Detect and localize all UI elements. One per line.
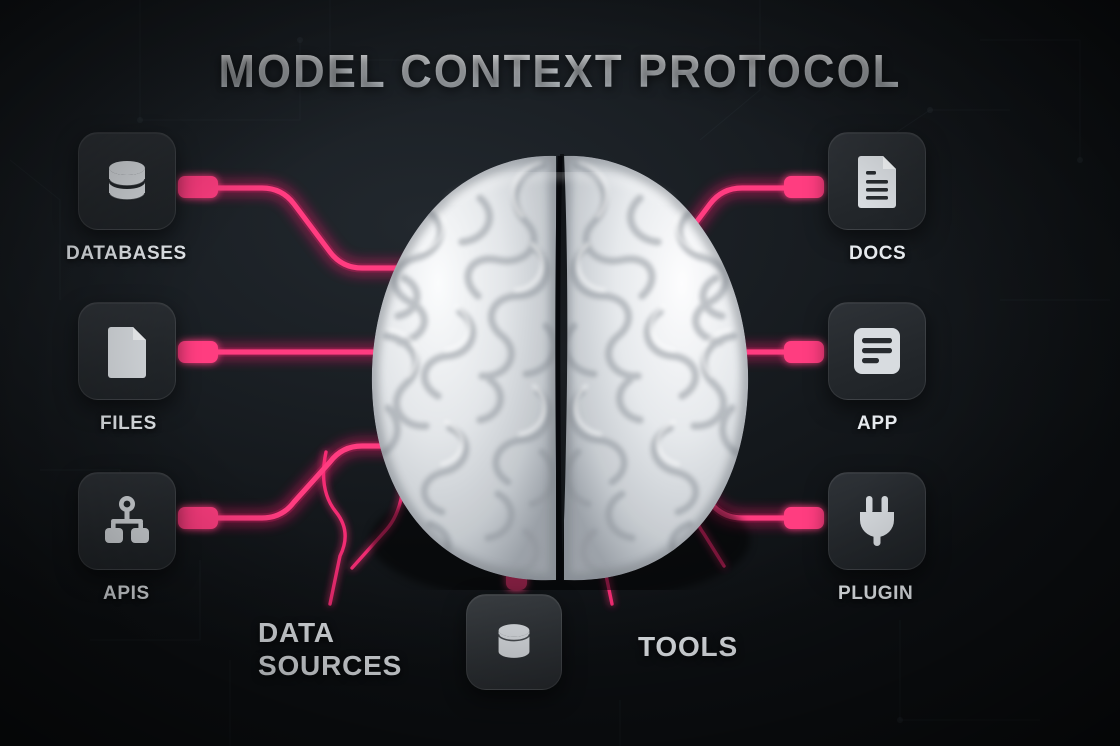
- file-icon: [108, 327, 146, 378]
- node-apis[interactable]: [78, 472, 176, 570]
- label-docs: DOCS: [849, 243, 907, 264]
- plug-apis: [178, 507, 218, 529]
- document-text-icon: [858, 156, 896, 208]
- plug-icon: [860, 496, 894, 546]
- database-icon: [497, 624, 531, 658]
- plug-files: [178, 341, 218, 363]
- plug-databases: [178, 176, 218, 198]
- plug-plugin: [784, 507, 824, 529]
- label-tools: TOOLS: [638, 631, 738, 662]
- node-app[interactable]: [828, 302, 926, 400]
- node-center-database[interactable]: [466, 594, 562, 690]
- database-icon: [108, 161, 146, 201]
- plug-docs: [784, 176, 824, 198]
- page-title: MODEL CONTEXT PROTOCOL: [28, 44, 1092, 98]
- label-data-sources: DATA SOURCES: [258, 617, 403, 682]
- label-apis: APIS: [103, 583, 150, 604]
- label-databases: DATABASES: [66, 243, 187, 264]
- node-files[interactable]: [78, 302, 176, 400]
- brain-illustration: [370, 154, 750, 590]
- label-app: APP: [857, 413, 898, 434]
- plug-app: [784, 341, 824, 363]
- node-plugin[interactable]: [828, 472, 926, 570]
- app-window-icon: [854, 328, 900, 374]
- node-docs[interactable]: [828, 132, 926, 230]
- node-databases[interactable]: [78, 132, 176, 230]
- label-plugin: PLUGIN: [838, 583, 914, 604]
- sitemap-icon: [105, 496, 149, 543]
- label-files: FILES: [100, 413, 157, 434]
